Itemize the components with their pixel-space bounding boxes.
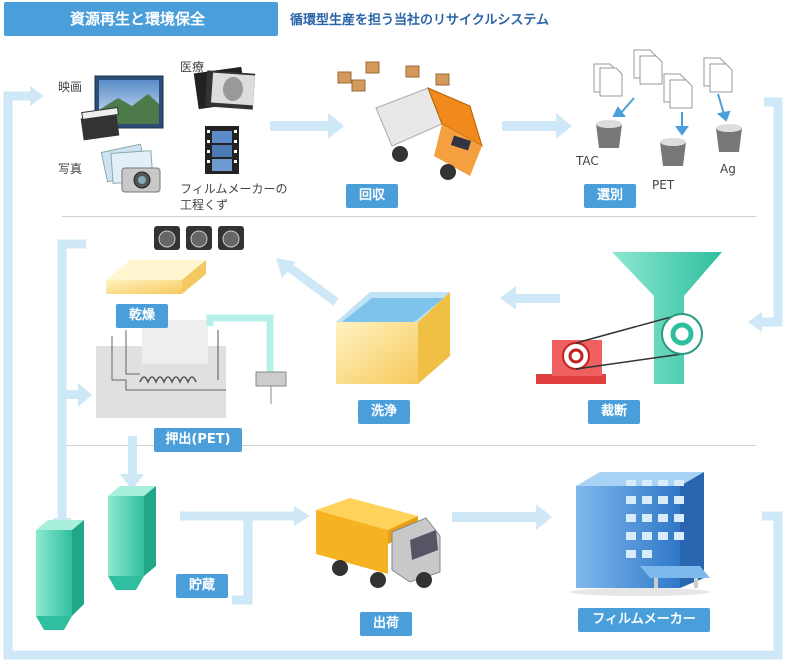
badge-cut: 裁断: [588, 400, 640, 424]
arrow-ship-to-maker: [536, 504, 552, 530]
label-movie: 映画: [58, 80, 83, 94]
badge-dry: 乾燥: [116, 304, 168, 328]
badge-collect: 回収: [346, 184, 398, 208]
outer-loop-line: [3, 91, 783, 660]
arrow-to-storage-2: [120, 474, 144, 490]
label-photo: 写真: [58, 162, 83, 176]
divider-bottom: [62, 445, 756, 446]
divider-top: [62, 216, 756, 217]
arrow-cut-to-wash: [500, 286, 516, 310]
building-illustration: [570, 472, 710, 596]
sort-bins: [596, 120, 742, 166]
section-title: 資源再生と環境保全: [4, 2, 278, 36]
dry-slab: [106, 260, 206, 294]
label-ag: Ag: [720, 162, 736, 176]
storage-silo-2: [108, 486, 156, 590]
arrow-store-to-ship: [294, 506, 310, 526]
wash-tank: [336, 292, 450, 384]
sort-arrows: [612, 93, 731, 136]
arrow-sources-to-collect: [328, 113, 344, 139]
extruder-illustration: [96, 314, 287, 418]
collect-truck: [375, 87, 483, 180]
sort-documents: [593, 49, 733, 109]
label-tac: TAC: [576, 154, 599, 168]
dry-cameras: [154, 226, 244, 250]
badge-store: 貯蔵: [176, 574, 228, 598]
label-film-waste-line1: フィルムメーカーの: [180, 182, 288, 196]
loop-arrow-head-1: [30, 86, 44, 106]
badge-wash: 洗浄: [358, 400, 410, 424]
photo-illustration: [100, 143, 161, 193]
arrow-to-cut: [748, 312, 762, 332]
badge-extrude: 押出(PET): [154, 428, 242, 452]
section-subtitle: 循環型生産を担う当社のリサイクルシステム: [290, 13, 549, 28]
cutter-illustration: [536, 252, 722, 384]
film-strip-illustration: [205, 126, 239, 174]
label-film-waste-line2: 工程くず: [180, 198, 229, 212]
movie-illustration: [80, 75, 164, 141]
medical-illustration: [193, 66, 256, 110]
label-medical: 医療: [180, 60, 205, 74]
badge-sort: 選別: [584, 184, 636, 208]
storage-silo-1: [36, 520, 84, 630]
badge-ship: 出荷: [360, 612, 412, 636]
badge-film-maker: フィルムメーカー: [578, 608, 710, 632]
arrow-collect-to-sort: [556, 113, 572, 139]
ship-truck: [316, 498, 441, 588]
collect-boxes: [337, 61, 450, 92]
arrow-wash-to-dry: [276, 258, 296, 278]
label-pet: PET: [652, 178, 675, 192]
